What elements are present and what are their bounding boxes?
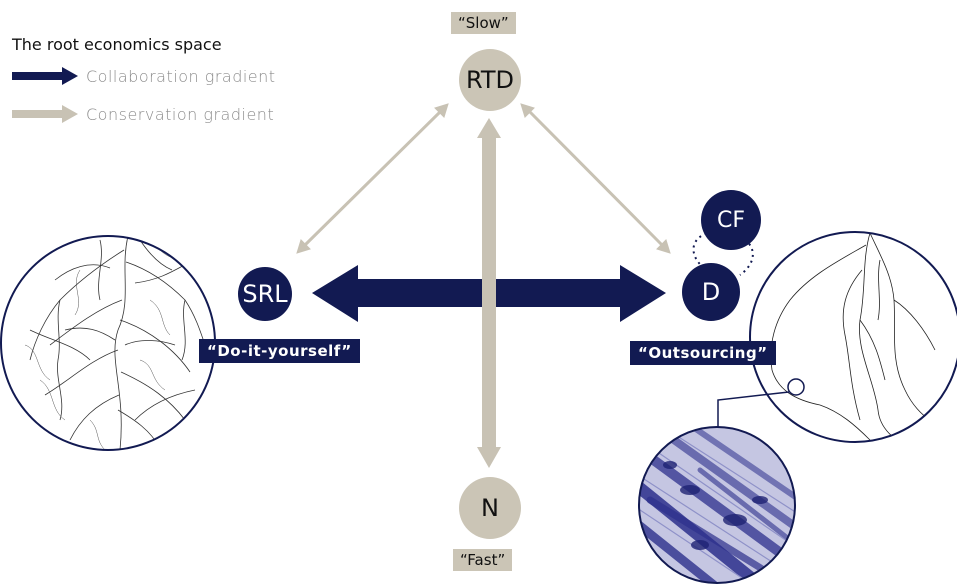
legend-item-conservation: Conservation gradient [12,104,274,124]
fast-tag: “Fast” [453,549,513,571]
cf-node: CF [701,190,761,250]
zoom-callout [717,378,805,428]
d-cf-connector [692,231,754,276]
legend-label-conservation: Conservation gradient [86,104,275,124]
coarse-root-image [749,231,957,443]
n-node: N [459,477,521,539]
rtd-node: RTD [459,49,521,111]
fine-root-image [0,235,216,451]
do-it-yourself-tag: “Do-it-yourself” [199,339,360,363]
beige-arrow-icon [12,105,78,123]
legend-title: The root economics space [12,35,222,54]
conservation-arrow-vertical [477,118,501,468]
legend-label-collaboration: Collaboration gradient [86,66,276,86]
outsourcing-tag: “Outsourcing” [630,341,776,365]
d-node: D [682,263,740,321]
conservation-arrow-srl-rtd [296,103,449,254]
slow-tag: “Slow” [451,12,516,34]
srl-node: SRL [238,267,292,321]
conservation-arrow-rtd-d [520,103,671,254]
navy-arrow-icon [12,67,78,85]
mycorrhiza-microscopy-image [638,426,796,584]
legend-item-collaboration: Collaboration gradient [12,66,276,86]
